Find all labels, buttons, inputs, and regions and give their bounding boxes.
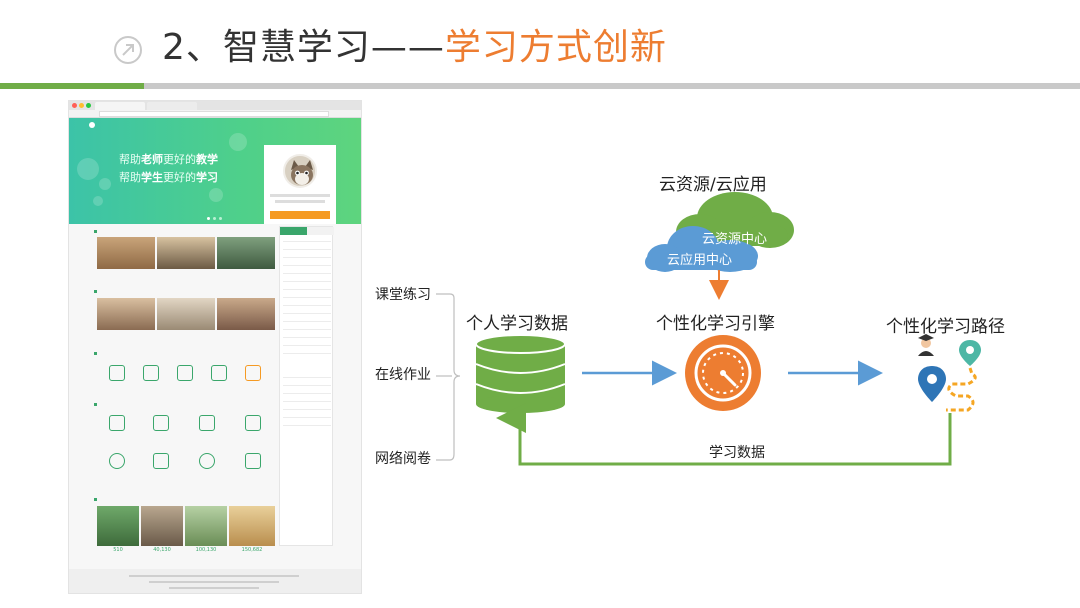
input-label-2: 在线作业 [375, 364, 431, 384]
path-label: 个性化学习路径 [886, 312, 1005, 337]
map-pin-green-icon [959, 340, 981, 366]
cloud-header: 云资源/云应用 [659, 170, 767, 195]
input-label-3: 网络阅卷 [375, 448, 431, 468]
dashed-path [946, 368, 975, 410]
data-label: 个人学习数据 [466, 309, 568, 334]
teacher-icon [918, 334, 934, 356]
map-pin-blue-icon [918, 366, 946, 402]
cloud-app-label: 云应用中心 [667, 249, 732, 268]
input-label-1: 课堂练习 [375, 284, 431, 304]
feedback-label: 学习数据 [709, 442, 765, 462]
database-icon [476, 335, 565, 413]
input-brace [436, 294, 460, 460]
engine-label: 个性化学习引擎 [656, 309, 775, 334]
cloud-resource-label: 云资源中心 [702, 228, 767, 247]
gauge-icon [685, 335, 761, 411]
